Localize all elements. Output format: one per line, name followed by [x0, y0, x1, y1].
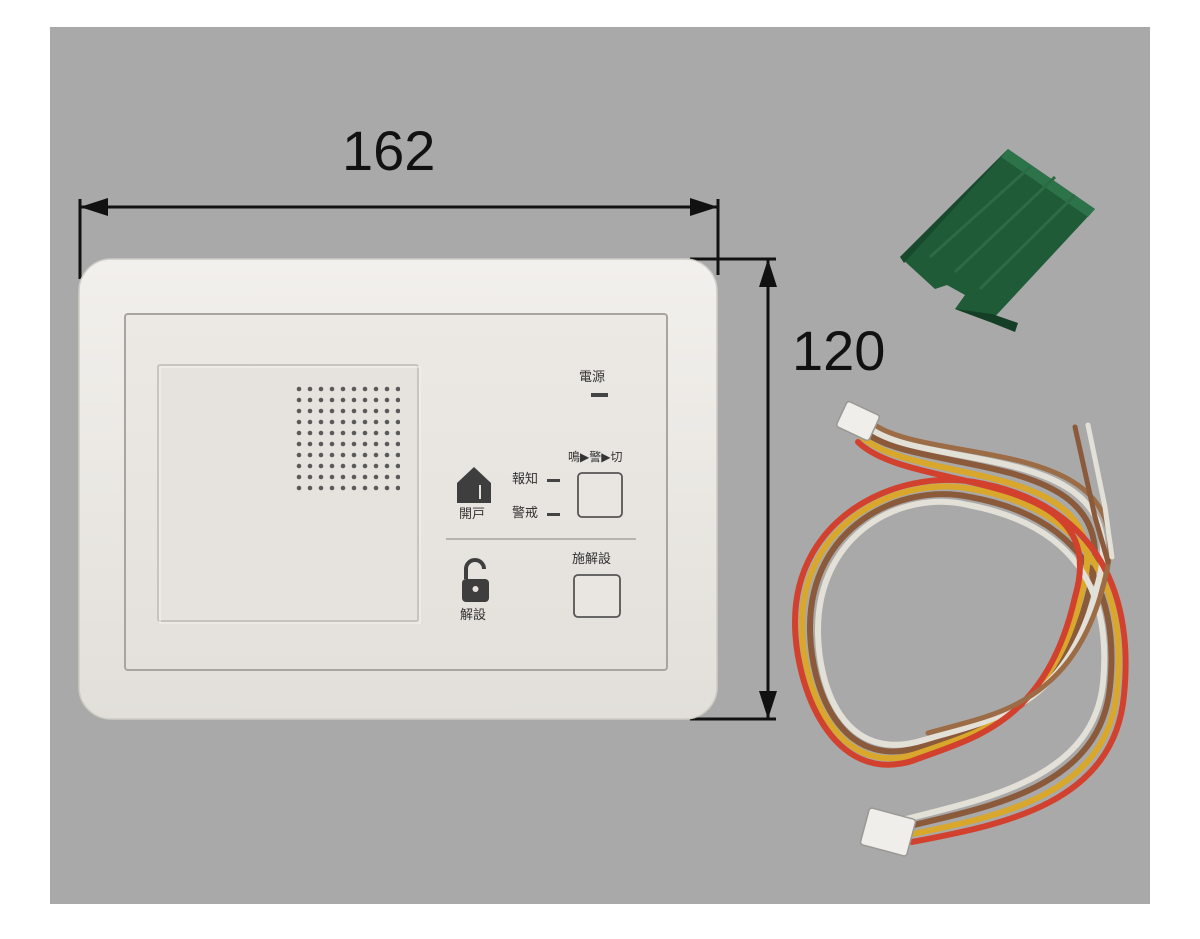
unlock-label: 解設 [460, 608, 487, 623]
power-led [591, 393, 608, 397]
height-dimension-label: 120 [792, 319, 886, 382]
guard-label: 警戒 [512, 506, 539, 521]
product-illustration [78, 149, 1129, 857]
green-clip-part [900, 149, 1095, 332]
power-label: 電源 [579, 370, 606, 385]
wire-harness [791, 400, 1129, 857]
mode-button [577, 472, 623, 518]
height-dimension-line [690, 257, 777, 721]
speaker-grill [292, 383, 400, 491]
door-open-label: 開戸 [459, 507, 486, 522]
intercom-wall-plate [78, 258, 718, 720]
padlock-icon [462, 558, 489, 602]
width-dimension-label: 162 [342, 119, 436, 182]
house-icon [457, 467, 491, 503]
width-dimension-line [78, 198, 720, 279]
product-photo: 162 120 電源 鳴▶警▶切 報知 警戒 開戸 施解設 解設 [50, 27, 1150, 904]
notice-label: 報知 [512, 472, 539, 487]
set-release-button [573, 574, 621, 618]
set-release-label: 施解設 [572, 552, 612, 567]
mode-label: 鳴▶警▶切 [568, 450, 623, 464]
